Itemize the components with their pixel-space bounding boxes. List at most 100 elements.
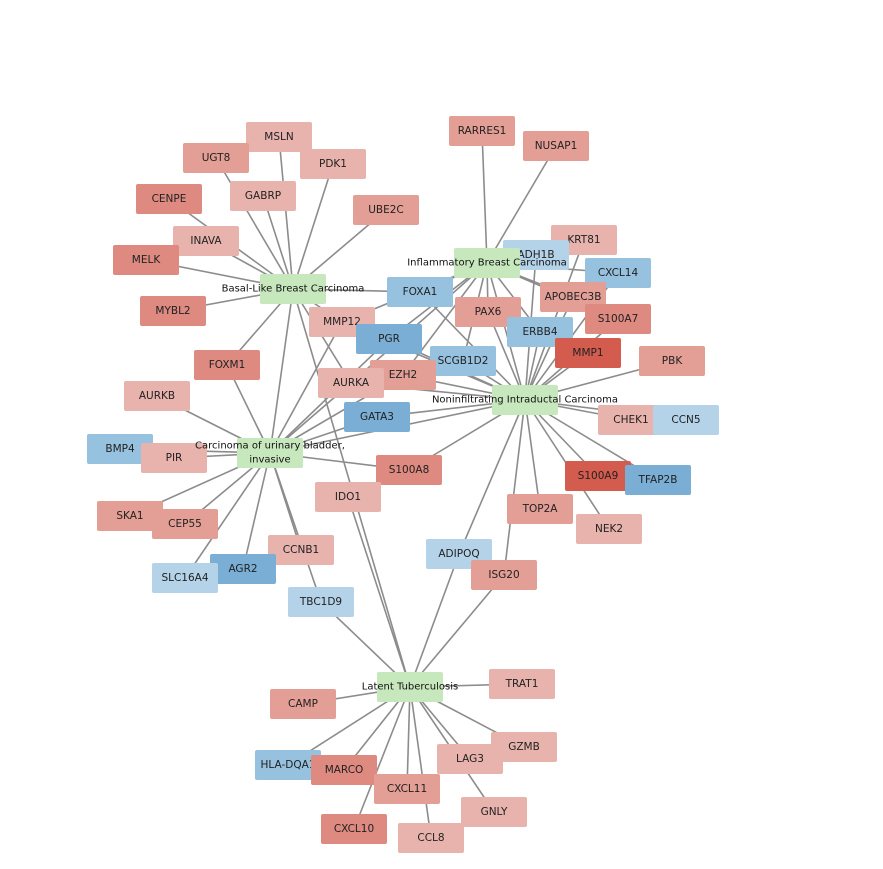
gene-node-scgb1d2[interactable]: SCGB1D2 [430, 346, 496, 376]
gene-node-trat1[interactable]: TRAT1 [489, 669, 555, 699]
gene-node-cep55[interactable]: CEP55 [152, 509, 218, 539]
edge-urinary-slc16a4 [184, 452, 271, 579]
gene-node-pir[interactable]: PIR [141, 443, 207, 473]
gene-node-pax6[interactable]: PAX6 [455, 297, 521, 327]
gene-node-isg20[interactable]: ISG20 [471, 560, 537, 590]
gene-label: MSLN [264, 131, 293, 143]
gene-node-mybl2[interactable]: MYBL2 [140, 296, 206, 326]
gene-box [318, 368, 384, 398]
gene-node-s100a7[interactable]: S100A7 [585, 304, 651, 334]
gene-node-chek1[interactable]: CHEK1 [598, 405, 664, 435]
gene-label: PIR [166, 452, 183, 464]
gene-label: AGR2 [228, 563, 257, 575]
gene-node-slc16a4[interactable]: SLC16A4 [152, 563, 218, 593]
gene-box [230, 181, 296, 211]
gene-node-aurkb[interactable]: AURKB [124, 381, 190, 411]
gene-label: UGT8 [202, 152, 231, 164]
edge-basal-gabrp [262, 195, 294, 290]
gene-label: TBC1D9 [299, 596, 342, 608]
gene-node-tfap2b[interactable]: TFAP2B [625, 465, 691, 495]
gene-node-agr2[interactable]: AGR2 [210, 554, 276, 584]
gene-node-foxm1[interactable]: FOXM1 [194, 350, 260, 380]
gene-box [321, 814, 387, 844]
gene-node-nek2[interactable]: NEK2 [576, 514, 642, 544]
gene-node-top2a[interactable]: TOP2A [507, 494, 573, 524]
gene-label: PAX6 [475, 306, 502, 318]
disease-box [492, 385, 558, 415]
gene-label: CHEK1 [613, 414, 648, 426]
gene-label: LAG3 [456, 753, 484, 765]
gene-node-bmp4[interactable]: BMP4 [87, 434, 153, 464]
gene-label: CENPE [152, 193, 187, 205]
gene-node-ccn5[interactable]: CCN5 [653, 405, 719, 435]
gene-node-gnly[interactable]: GNLY [461, 797, 527, 827]
disease-node-noninfiltrating[interactable]: Noninfiltrating Intraductal Carcinoma [432, 385, 618, 415]
gene-node-foxa1[interactable]: FOXA1 [387, 277, 453, 307]
gene-node-pdk1[interactable]: PDK1 [300, 149, 366, 179]
edge-inflammatory-ezh2 [402, 262, 488, 376]
gene-node-ube2c[interactable]: UBE2C [353, 195, 419, 225]
edge-noninfiltrating-top2a [524, 399, 541, 510]
gene-node-ska1[interactable]: SKA1 [97, 501, 163, 531]
disease-node-tuberculosis[interactable]: Latent Tuberculosis [362, 672, 458, 702]
gene-node-pbk[interactable]: PBK [639, 346, 705, 376]
gene-box [455, 297, 521, 327]
gene-node-aurka[interactable]: AURKA [318, 368, 384, 398]
gene-node-camp[interactable]: CAMP [270, 689, 336, 719]
gene-node-melk[interactable]: MELK [113, 245, 179, 275]
gene-node-hla-dqa1[interactable]: HLA-DQA1 [255, 750, 321, 780]
gene-node-tbc1d9[interactable]: TBC1D9 [288, 587, 354, 617]
gene-box [437, 744, 503, 774]
gene-box [140, 296, 206, 326]
gene-label: AURKB [139, 390, 175, 402]
gene-box [374, 774, 440, 804]
gene-node-ugt8[interactable]: UGT8 [183, 143, 249, 173]
gene-node-lag3[interactable]: LAG3 [437, 744, 503, 774]
gene-node-ezh2[interactable]: EZH2 [370, 360, 436, 390]
gene-box [523, 131, 589, 161]
gene-node-ido1[interactable]: IDO1 [315, 482, 381, 512]
gene-box [370, 360, 436, 390]
gene-box [97, 501, 163, 531]
edge-tuberculosis-isg20 [409, 574, 505, 688]
gene-label: HLA-DQA1 [261, 759, 316, 771]
disease-node-basal[interactable]: Basal-Like Breast Carcinoma [222, 274, 365, 304]
gene-box [353, 195, 419, 225]
edge-tuberculosis-cxcl11 [406, 686, 411, 790]
gene-node-cxcl14[interactable]: CXCL14 [585, 258, 651, 288]
gene-node-mmp1[interactable]: MMP1 [555, 338, 621, 368]
gene-box [183, 143, 249, 173]
gene-box [585, 304, 651, 334]
gene-node-inava[interactable]: INAVA [173, 226, 239, 256]
gene-label: CXCL14 [598, 267, 639, 279]
gene-label: FOXM1 [209, 359, 246, 371]
gene-node-gzmb[interactable]: GZMB [491, 732, 557, 762]
gene-node-s100a8[interactable]: S100A8 [376, 455, 442, 485]
gene-node-cenpe[interactable]: CENPE [136, 184, 202, 214]
edge-inflammatory-nusap1 [486, 145, 557, 264]
gene-label: MELK [132, 254, 162, 266]
edge-basal-msln [278, 136, 294, 290]
gene-node-cxcl10[interactable]: CXCL10 [321, 814, 387, 844]
gene-node-gata3[interactable]: GATA3 [344, 402, 410, 432]
gene-node-ccnb1[interactable]: CCNB1 [268, 535, 334, 565]
gene-label: ADH1B [517, 249, 554, 261]
gene-node-rarres1[interactable]: RARRES1 [449, 116, 515, 146]
gene-node-msln[interactable]: MSLN [246, 122, 312, 152]
gene-node-nusap1[interactable]: NUSAP1 [523, 131, 589, 161]
gene-node-s100a9[interactable]: S100A9 [565, 461, 631, 491]
gene-node-gabrp[interactable]: GABRP [230, 181, 296, 211]
gene-node-ccl8[interactable]: CCL8 [398, 823, 464, 853]
gene-box [288, 587, 354, 617]
gene-node-cxcl11[interactable]: CXCL11 [374, 774, 440, 804]
disease-node-inflammatory[interactable]: Inflammatory Breast Carcinoma [407, 248, 567, 278]
gene-box [87, 434, 153, 464]
gene-label: CEP55 [168, 518, 202, 530]
gene-label: GZMB [508, 741, 540, 753]
gene-node-marco[interactable]: MARCO [311, 755, 377, 785]
disease-label: Carcinoma of urinary bladder, [195, 441, 345, 452]
gene-node-pgr[interactable]: PGR [356, 324, 422, 354]
disease-node-urinary[interactable]: Carcinoma of urinary bladder,invasive [195, 438, 345, 468]
